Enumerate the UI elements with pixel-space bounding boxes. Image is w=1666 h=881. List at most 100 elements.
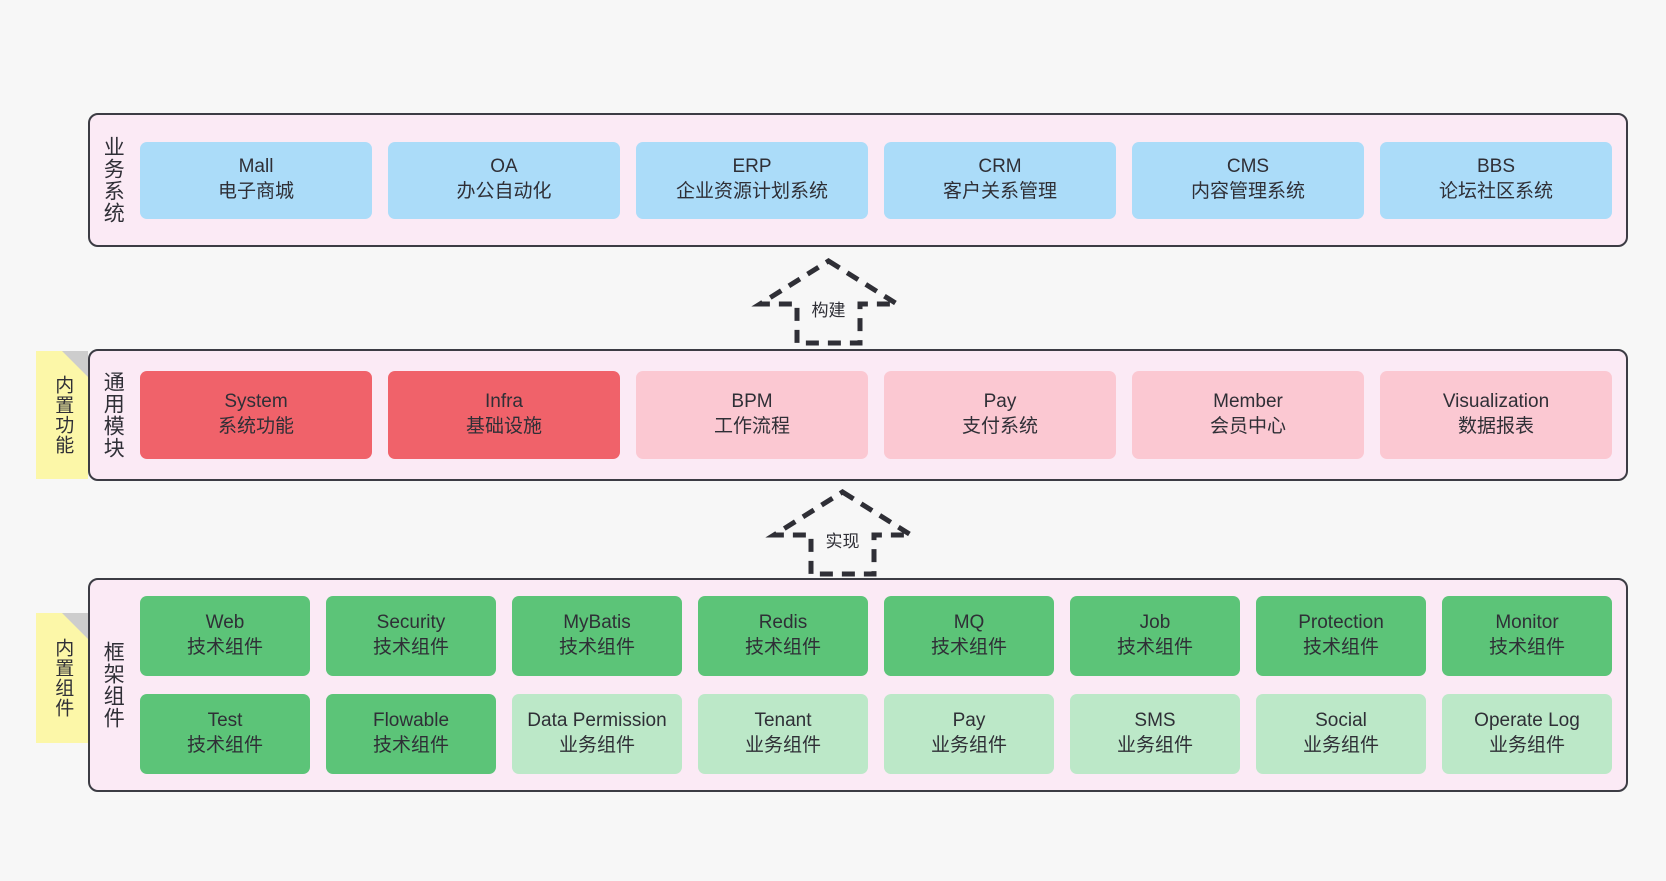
node-label-cn: 电子商城 (217, 181, 294, 202)
dashed-block-arrow-icon (765, 489, 920, 577)
node-label-en: Tenant (754, 710, 812, 732)
node-pay[interactable]: Pay 支付系统 (884, 371, 1116, 459)
node-row: Test 技术组件 Flowable 技术组件 Data Permission … (140, 694, 1612, 774)
node-mybatis[interactable]: MyBatis 技术组件 (512, 596, 682, 676)
node-label-cn: 工作流程 (713, 416, 790, 437)
node-tenant[interactable]: Tenant 业务组件 (698, 694, 868, 774)
node-label-en: OA (490, 156, 518, 178)
node-label-en: CMS (1226, 156, 1270, 178)
node-label-cn: 技术组件 (1116, 637, 1193, 658)
node-operate-log[interactable]: Operate Log 业务组件 (1442, 694, 1612, 774)
node-label-en: Infra (484, 391, 524, 413)
node-label-en: Web (205, 612, 245, 634)
layer-framework-components: 框架组件 Web 技术组件 Security 技术组件 MyBatis 技术组件… (88, 578, 1628, 792)
layer-title-business-systems: 业务系统 (101, 136, 125, 224)
node-label-en: System (224, 391, 288, 413)
node-erp[interactable]: ERP 企业资源计划系统 (636, 141, 868, 219)
node-pay-component[interactable]: Pay 业务组件 (884, 694, 1054, 774)
node-label-en: Monitor (1495, 612, 1559, 634)
node-security[interactable]: Security 技术组件 (326, 596, 496, 676)
node-label-en: Member (1213, 391, 1283, 413)
node-label-en: Data Permission (527, 710, 667, 732)
node-row: System 系统功能 Infra 基础设施 BPM 工作流程 Pay 支付系统… (140, 371, 1612, 459)
node-label-cn: 业务组件 (1116, 735, 1193, 756)
node-label-en: Pay (983, 391, 1017, 413)
node-label-cn: 内容管理系统 (1190, 181, 1305, 202)
node-label-cn: 业务组件 (744, 735, 821, 756)
node-label-cn: 技术组件 (186, 637, 263, 658)
node-label-cn: 企业资源计划系统 (675, 181, 828, 202)
node-monitor[interactable]: Monitor 技术组件 (1442, 596, 1612, 676)
node-label-cn: 业务组件 (1488, 735, 1565, 756)
layer-business-systems: 业务系统 Mall 电子商城 OA 办公自动化 ERP 企业资源计划系统 CRM… (88, 113, 1628, 247)
node-system[interactable]: System 系统功能 (140, 371, 372, 459)
node-row: Mall 电子商城 OA 办公自动化 ERP 企业资源计划系统 CRM 客户关系… (140, 141, 1612, 219)
node-bbs[interactable]: BBS 论坛社区系统 (1380, 141, 1612, 219)
node-label-cn: 技术组件 (1488, 637, 1565, 658)
node-web[interactable]: Web 技术组件 (140, 596, 310, 676)
sticky-note-label: 内置组件 (52, 638, 74, 718)
node-label-cn: 技术组件 (186, 735, 263, 756)
sticky-note-label: 内置功能 (52, 375, 74, 455)
node-label-cn: 客户关系管理 (942, 181, 1057, 202)
node-flowable[interactable]: Flowable 技术组件 (326, 694, 496, 774)
node-job[interactable]: Job 技术组件 (1070, 596, 1240, 676)
node-redis[interactable]: Redis 技术组件 (698, 596, 868, 676)
node-sms[interactable]: SMS 业务组件 (1070, 694, 1240, 774)
node-label-en: BPM (731, 391, 773, 413)
node-row: Web 技术组件 Security 技术组件 MyBatis 技术组件 Redi… (140, 596, 1612, 676)
node-test[interactable]: Test 技术组件 (140, 694, 310, 774)
node-mall[interactable]: Mall 电子商城 (140, 141, 372, 219)
node-label-cn: 技术组件 (372, 637, 449, 658)
node-label-cn: 系统功能 (217, 416, 294, 437)
node-label-en: Social (1315, 710, 1367, 732)
node-crm[interactable]: CRM 客户关系管理 (884, 141, 1116, 219)
layer-body-framework-components: Web 技术组件 Security 技术组件 MyBatis 技术组件 Redi… (134, 580, 1626, 790)
node-infra[interactable]: Infra 基础设施 (388, 371, 620, 459)
node-label-cn: 业务组件 (558, 735, 635, 756)
node-label-en: Operate Log (1474, 710, 1580, 732)
node-label-en: SMS (1134, 710, 1176, 732)
node-label-en: Job (1139, 612, 1171, 634)
layer-common-modules: 通用模块 System 系统功能 Infra 基础设施 BPM 工作流程 Pay… (88, 349, 1628, 481)
node-label-cn: 数据报表 (1457, 416, 1534, 437)
node-label-en: CRM (978, 156, 1022, 178)
node-protection[interactable]: Protection 技术组件 (1256, 596, 1426, 676)
sticky-note-builtin-components: 内置组件 (36, 613, 88, 743)
node-mq[interactable]: MQ 技术组件 (884, 596, 1054, 676)
layer-body-common-modules: System 系统功能 Infra 基础设施 BPM 工作流程 Pay 支付系统… (134, 351, 1626, 479)
node-label-cn: 会员中心 (1209, 416, 1286, 437)
layer-body-business-systems: Mall 电子商城 OA 办公自动化 ERP 企业资源计划系统 CRM 客户关系… (134, 115, 1626, 245)
node-label-cn: 技术组件 (744, 637, 821, 658)
node-label-en: Mall (238, 156, 274, 178)
node-label-en: MQ (953, 612, 985, 634)
node-label-cn: 办公自动化 (456, 181, 552, 202)
node-bpm[interactable]: BPM 工作流程 (636, 371, 868, 459)
node-label-cn: 技术组件 (1302, 637, 1379, 658)
node-oa[interactable]: OA 办公自动化 (388, 141, 620, 219)
node-label-cn: 业务组件 (1302, 735, 1379, 756)
node-social[interactable]: Social 业务组件 (1256, 694, 1426, 774)
layer-title-framework-components: 框架组件 (101, 641, 125, 729)
node-label-en: Protection (1298, 612, 1384, 634)
node-data-permission[interactable]: Data Permission 业务组件 (512, 694, 682, 774)
node-label-cn: 技术组件 (558, 637, 635, 658)
node-label-en: Security (376, 612, 446, 634)
dashed-block-arrow-icon (751, 258, 906, 346)
node-label-cn: 论坛社区系统 (1438, 181, 1553, 202)
node-label-cn: 技术组件 (372, 735, 449, 756)
node-cms[interactable]: CMS 内容管理系统 (1132, 141, 1364, 219)
node-visualization[interactable]: Visualization 数据报表 (1380, 371, 1612, 459)
arrow-build-up: 构建 (751, 258, 906, 346)
node-label-cn: 支付系统 (961, 416, 1038, 437)
node-label-cn: 基础设施 (465, 416, 542, 437)
node-member[interactable]: Member 会员中心 (1132, 371, 1364, 459)
node-label-cn: 技术组件 (930, 637, 1007, 658)
node-label-en: Redis (758, 612, 808, 634)
sticky-note-builtin-features: 内置功能 (36, 351, 88, 479)
node-label-en: Visualization (1442, 391, 1550, 413)
arrow-implement-up: 实现 (765, 489, 920, 577)
node-label-en: BBS (1476, 156, 1516, 178)
node-label-en: Flowable (372, 710, 450, 732)
